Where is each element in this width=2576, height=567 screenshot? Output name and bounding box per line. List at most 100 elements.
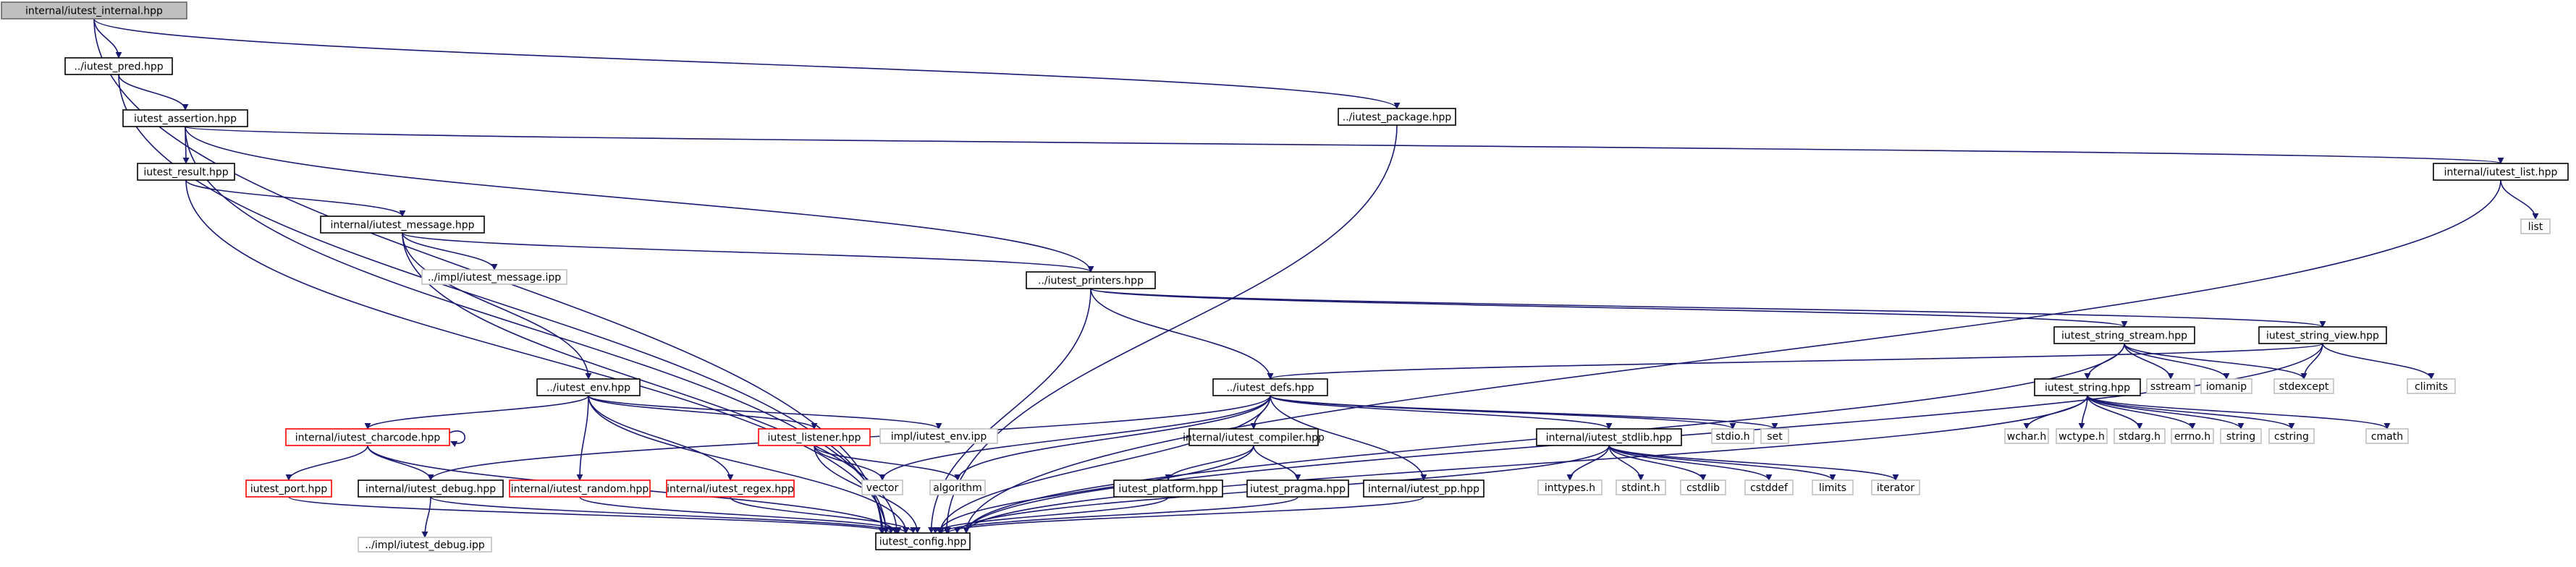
node-label: internal/iutest_regex.hpp bbox=[667, 484, 794, 495]
node-iutest-env-hpp[interactable]: ../iutest_env.hpp bbox=[536, 378, 641, 396]
edge-n9-to-n10 bbox=[1090, 288, 2128, 328]
node-label: stdint.h bbox=[1621, 482, 1660, 494]
node-box bbox=[1744, 479, 1794, 495]
node-iutest-listener-hpp[interactable]: iutest_listener.hpp bbox=[758, 428, 871, 446]
node-iutest-platform-hpp[interactable]: iutest_platform.hpp bbox=[1113, 479, 1223, 498]
node-box bbox=[2146, 378, 2195, 394]
node-label: iutest_string_view.hpp bbox=[2266, 331, 2379, 342]
edge-n14-to-n30 bbox=[2087, 395, 2245, 430]
node-iutest-package-hpp[interactable]: ../iutest_package.hpp bbox=[1338, 108, 1456, 126]
node-algorithm: algorithm bbox=[929, 479, 986, 495]
node-iutest-string-stream-hpp[interactable]: iutest_string_stream.hpp bbox=[2053, 326, 2195, 344]
edge-n7-to-n8 bbox=[402, 232, 498, 270]
edge-n9-to-n11 bbox=[1090, 288, 2326, 328]
edge-n13-to-n35 bbox=[576, 395, 589, 481]
node-iutest-string-view-hpp[interactable]: iutest_string_view.hpp bbox=[2258, 326, 2387, 344]
node-label: vector bbox=[866, 482, 899, 494]
node-internal-iutest-regex-hpp[interactable]: internal/iutest_regex.hpp bbox=[666, 479, 795, 498]
node-label: iutest_port.hpp bbox=[250, 484, 328, 495]
node-internal-iutest-list-hpp[interactable]: internal/iutest_list.hpp bbox=[2433, 163, 2569, 181]
node-internal-iutest-internal-hpp[interactable]: internal/iutest_internal.hpp bbox=[1, 1, 187, 20]
node-cstdlib: cstdlib bbox=[1680, 479, 1726, 495]
node-label: internal/iutest_list.hpp bbox=[2444, 167, 2558, 179]
node-label: impl/iutest_env.ipp bbox=[891, 431, 987, 443]
node-internal-iutest-compiler-hpp[interactable]: internal/iutest_compiler.hpp bbox=[1183, 428, 1325, 446]
node-label: iutest_pragma.hpp bbox=[1250, 484, 1346, 495]
node-impl-iutest-env-ipp: impl/iutest_env.ipp bbox=[879, 428, 998, 444]
node-wchar-h: wchar.h bbox=[2004, 428, 2049, 444]
node-label: inttypes.h bbox=[1545, 482, 1595, 494]
node-box bbox=[2273, 378, 2334, 394]
node-internal-iutest-charcode-hpp[interactable]: internal/iutest_charcode.hpp bbox=[285, 428, 450, 446]
node-internal-iutest-random-hpp[interactable]: internal/iutest_random.hpp bbox=[509, 479, 651, 498]
node-box bbox=[2258, 326, 2387, 344]
node-label: stdexcept bbox=[2279, 381, 2329, 393]
node-label: stdarg.h bbox=[2119, 431, 2161, 443]
node-box bbox=[1188, 428, 1319, 446]
edge-n34-to-n49 bbox=[430, 496, 902, 534]
node-internal-iutest-debug-hpp[interactable]: internal/iutest_debug.hpp bbox=[358, 479, 504, 498]
edge-n12-to-n25 bbox=[1270, 395, 1778, 430]
node-label: iutest_config.hpp bbox=[879, 537, 967, 548]
node-label: ../iutest_env.hpp bbox=[546, 383, 630, 394]
edge-n10-to-n16 bbox=[2124, 343, 2230, 380]
edge-n19-to-n34 bbox=[367, 445, 434, 481]
node-box bbox=[2365, 428, 2409, 444]
node-stdarg-h: stdarg.h bbox=[2113, 428, 2166, 444]
node-label: ../iutest_defs.hpp bbox=[1226, 383, 1314, 394]
node-iutest-pragma-hpp[interactable]: iutest_pragma.hpp bbox=[1246, 479, 1349, 498]
edge-n33-to-n49 bbox=[288, 496, 895, 534]
node-string: string bbox=[2220, 428, 2262, 444]
node-wctype-h: wctype.h bbox=[2056, 428, 2108, 444]
node-label: internal/iutest_message.hpp bbox=[330, 220, 474, 231]
node-label: ../impl/iutest_message.ipp bbox=[428, 272, 561, 284]
edge-n14-to-n28 bbox=[2087, 395, 2143, 430]
node-label: errno.h bbox=[2174, 431, 2210, 443]
node-iutest-result-hpp[interactable]: iutest_result.hpp bbox=[137, 163, 235, 181]
node-internal-iutest-stdlib-hpp[interactable]: internal/iutest_stdlib.hpp bbox=[1536, 428, 1682, 446]
node-box bbox=[358, 479, 504, 498]
node-label: iutest_assertion.hpp bbox=[134, 114, 237, 125]
node-stdio-h: stdio.h bbox=[1711, 428, 1754, 444]
node-iutest-pred-hpp[interactable]: ../iutest_pred.hpp bbox=[64, 57, 173, 75]
edge-n23-to-n47 bbox=[1608, 445, 1899, 481]
edge-n4-to-n49 bbox=[963, 179, 2501, 534]
node-box bbox=[1026, 271, 1156, 289]
node-label: internal/iutest_internal.hpp bbox=[25, 6, 163, 17]
node-box bbox=[1212, 378, 1328, 396]
edge-n41-to-n49 bbox=[945, 496, 1424, 534]
edge-n36-to-n49 bbox=[730, 496, 917, 534]
edge-n2-to-n49 bbox=[943, 124, 1398, 534]
edge-n23-to-n45 bbox=[1608, 445, 1773, 481]
node-box bbox=[2056, 428, 2108, 444]
node-iutest-assertion-hpp[interactable]: iutest_assertion.hpp bbox=[122, 109, 248, 127]
node-label: wctype.h bbox=[2058, 431, 2105, 443]
node-internal-iutest-pp-hpp[interactable]: internal/iutest_pp.hpp bbox=[1363, 479, 1485, 498]
node-label: stdio.h bbox=[1715, 431, 1749, 443]
node-vector: vector bbox=[861, 479, 903, 495]
edge-n10-to-n15 bbox=[2124, 343, 2174, 380]
node-iutest-config-hpp[interactable]: iutest_config.hpp bbox=[875, 532, 971, 550]
edge-n1-to-n3 bbox=[118, 74, 189, 111]
node-iutest-port-hpp[interactable]: iutest_port.hpp bbox=[245, 479, 332, 498]
node-label: ../iutest_printers.hpp bbox=[1038, 276, 1144, 287]
edge-n1-to-n49 bbox=[118, 74, 886, 534]
node-internal-iutest-message-hpp[interactable]: internal/iutest_message.hpp bbox=[320, 216, 485, 234]
node-label: iutest_string.hpp bbox=[2045, 383, 2130, 394]
edge-n40-to-n49 bbox=[938, 496, 1298, 534]
edge-n13-to-n19 bbox=[364, 395, 589, 430]
edge-n19-to-n33 bbox=[285, 445, 368, 481]
node-label: sstream bbox=[2150, 381, 2191, 393]
node-set: set bbox=[1760, 428, 1789, 444]
edge-n6-to-n7 bbox=[185, 179, 406, 217]
node-box bbox=[1246, 479, 1349, 498]
node-label: internal/iutest_charcode.hpp bbox=[295, 432, 441, 444]
node-label: internal/iutest_stdlib.hpp bbox=[1546, 432, 1673, 444]
node-impl-iutest-message-ipp: ../impl/iutest_message.ipp bbox=[421, 269, 567, 285]
node-label: iutest_platform.hpp bbox=[1118, 484, 1217, 495]
node-iutest-string-hpp[interactable]: iutest_string.hpp bbox=[2034, 378, 2141, 396]
node-box bbox=[1, 1, 187, 20]
node-sstream: sstream bbox=[2146, 378, 2195, 394]
node-iutest-printers-hpp[interactable]: ../iutest_printers.hpp bbox=[1026, 271, 1156, 289]
node-iutest-defs-hpp[interactable]: ../iutest_defs.hpp bbox=[1212, 378, 1328, 396]
